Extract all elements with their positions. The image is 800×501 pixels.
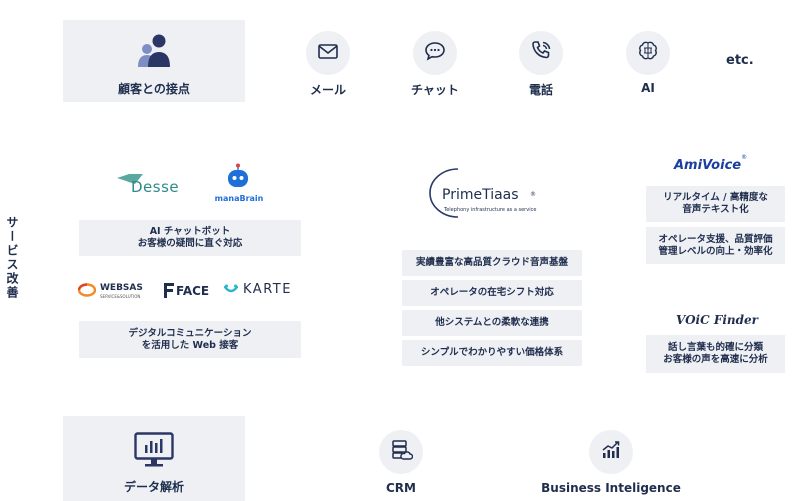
feature-box-4: シンプルでわかりやすい価格体系 bbox=[402, 340, 582, 366]
channel-ai bbox=[626, 31, 670, 75]
crm-label: CRM bbox=[386, 481, 416, 495]
amivoice-box-realtime: リアルタイム / 高精度な 音声テキスト化 bbox=[646, 186, 785, 222]
channel-phone bbox=[519, 31, 563, 75]
data-analysis-title: データ解析 bbox=[123, 480, 184, 494]
desse-logo: Desse bbox=[117, 172, 189, 196]
monitor-chart-icon bbox=[134, 432, 174, 472]
phone-icon bbox=[529, 39, 553, 67]
mail-icon bbox=[316, 39, 340, 67]
channel-chat-label: チャット bbox=[411, 83, 459, 97]
manabrain-logo: manaBrain bbox=[212, 163, 266, 207]
feature-box-1: 実績豊富な高品質クラウド音声基盤 bbox=[402, 250, 582, 276]
channel-phone-label: 電話 bbox=[528, 83, 553, 97]
ai-brain-icon bbox=[636, 39, 660, 67]
websas-logo: WEBSAS SERVICE&SOLUTION bbox=[78, 281, 150, 301]
side-label: サービス改善 bbox=[5, 216, 19, 300]
voic-finder-box: 話し言葉も的確に分類 お客様の声を高速に分析 bbox=[646, 335, 785, 373]
channel-mail-label: メール bbox=[309, 83, 346, 97]
contact-points-card: 顧客との接点 bbox=[63, 20, 245, 102]
feature-box-3: 他システムとの柔軟な連携 bbox=[402, 310, 582, 336]
bi-chart-icon bbox=[599, 438, 623, 466]
primetiaas-logo: PrimeTiaas ® Telephony infrastructure as… bbox=[428, 166, 558, 220]
bi-item bbox=[589, 430, 633, 474]
bi-label: Business Inteligence bbox=[541, 481, 681, 495]
amivoice-logo: AmiVoice® bbox=[674, 154, 748, 173]
etc-label: etc. bbox=[726, 53, 754, 68]
face-logo: FACE bbox=[163, 282, 213, 300]
ai-chatbot-box: AI チャットボット お客様の疑問に直ぐ対応 bbox=[79, 220, 301, 256]
channel-mail bbox=[306, 31, 350, 75]
channel-ai-label: AI bbox=[641, 81, 655, 95]
crm-database-icon bbox=[389, 438, 414, 466]
channel-chat bbox=[413, 31, 457, 75]
chat-icon bbox=[423, 39, 447, 67]
crm-item bbox=[379, 430, 423, 474]
web-communication-box: デジタルコミュニケーション を活用した Web 接客 bbox=[79, 321, 301, 358]
feature-box-2: オペレータの在宅シフト対応 bbox=[402, 280, 582, 306]
amivoice-box-support: オペレータ支援、品質評価 管理レベルの向上・効率化 bbox=[646, 227, 785, 264]
karte-logo: KARTE bbox=[224, 282, 304, 300]
contact-points-title: 顧客との接点 bbox=[118, 82, 190, 96]
data-analysis-card: データ解析 bbox=[63, 416, 245, 501]
people-icon bbox=[137, 34, 173, 72]
voic-finder-logo: VOiC Finder bbox=[676, 313, 758, 327]
